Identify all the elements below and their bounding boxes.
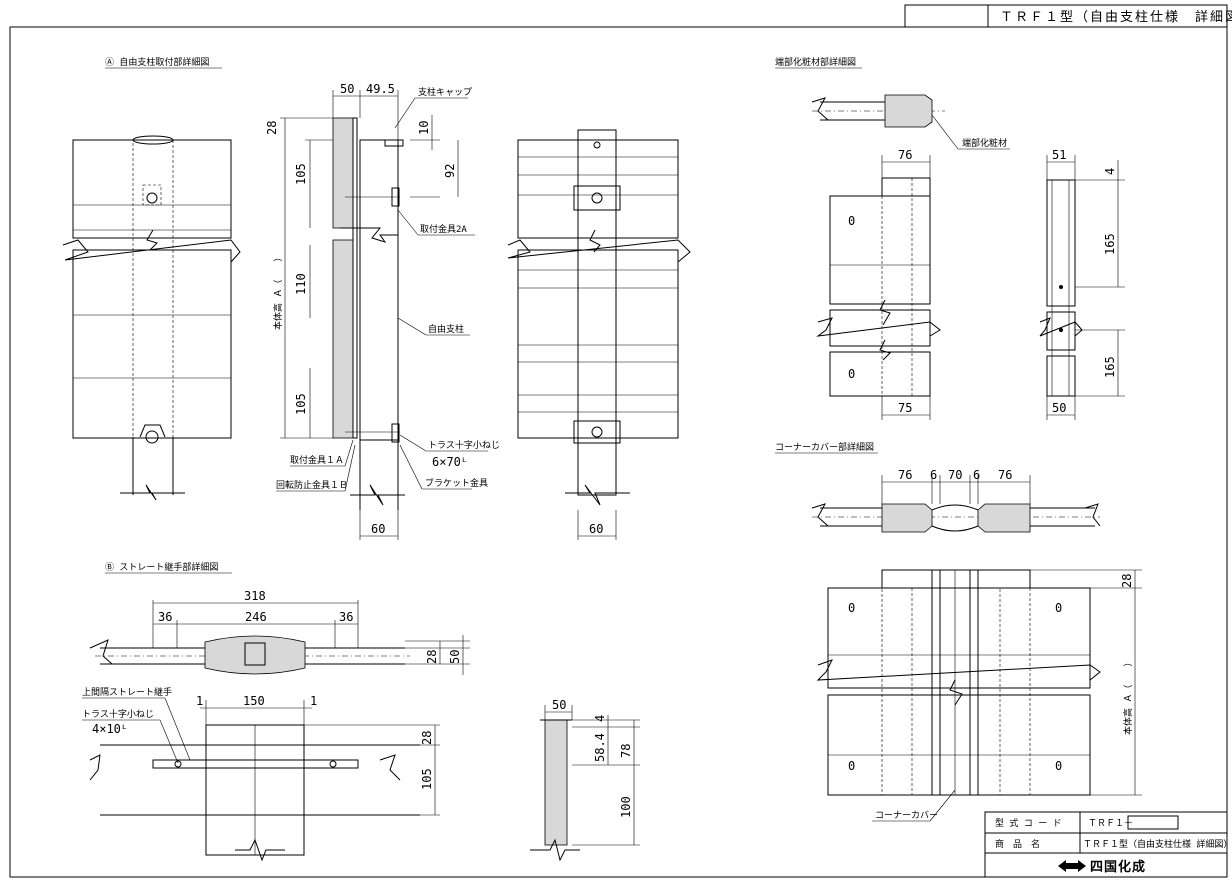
- dim-a-110: 110: [294, 273, 308, 295]
- dim-a-105b: 105: [294, 393, 308, 415]
- dim-corner-28: 28: [1120, 574, 1134, 588]
- dim-corner-6a: 6: [930, 468, 937, 482]
- label-screw-a-size: 6×70ᴸ: [432, 455, 468, 469]
- dim-end-165a: 165: [1103, 233, 1117, 255]
- tb-name-label: 商 品 名: [995, 838, 1040, 850]
- tb-code-value: ＴＲＦ１－: [1088, 819, 1133, 829]
- section-corner-title: コーナーカバー部詳細図: [775, 441, 874, 453]
- label-corner-cover: コーナーカバー: [875, 810, 938, 821]
- section-corner: コーナーカバー部詳細図 76 6 70 6 76: [775, 441, 1142, 822]
- label-rot1b: 回転防止金具１Ｂ: [276, 479, 348, 491]
- dim-b-150: 150: [243, 694, 265, 708]
- header-box: ＴＲＦ１型（自由支柱仕様 詳細図）: [904, 4, 1232, 28]
- dim-corner-76a: 76: [898, 468, 912, 482]
- svg-text:0: 0: [848, 759, 855, 773]
- dim-a-49-5: 49.5: [366, 82, 395, 96]
- dim-b-318: 318: [244, 589, 266, 603]
- dim-b-50: 50: [448, 650, 462, 664]
- label-corner-height: 本体高 Ａ（ ）: [1122, 658, 1134, 735]
- dim-b-28: 28: [425, 650, 439, 664]
- section-b: Ⓑ ストレート継手部詳細図 318 36 246 36 28: [82, 561, 640, 862]
- dim-b-s78: 78: [619, 744, 633, 758]
- title-block: 型 式 コ ー ド ＴＲＦ１－ 商 品 名 ＴＲＦ１型（自由支柱仕様 詳細図） …: [984, 811, 1232, 878]
- label-bracket: ブラケット金具: [425, 477, 488, 489]
- drawing-border: [9, 26, 1228, 878]
- dim-a-28: 28: [265, 121, 279, 135]
- label-screw-a: トラス十字小ねじ: [428, 439, 500, 451]
- dim-b-36b: 36: [339, 610, 353, 624]
- section-end-title: 端部化粧材部詳細図: [775, 56, 856, 68]
- tb-company: 四国化成: [1090, 859, 1146, 875]
- a-front-panel: [62, 135, 241, 501]
- corner-front: 0 0 0 0 28 本体高 Ａ（ ） コーナーカバー: [816, 569, 1142, 822]
- dim-end-4: 4: [1103, 168, 1117, 175]
- dim-end-51: 51: [1052, 148, 1066, 162]
- a-rear-view: 60: [507, 129, 691, 540]
- dim-corner-6b: 6: [973, 468, 980, 482]
- end-side: 51 4 165 165 50: [1039, 148, 1125, 420]
- dim-corner-76b: 76: [998, 468, 1012, 482]
- svg-text:0: 0: [848, 367, 855, 381]
- dim-a-92: 92: [443, 164, 457, 178]
- label-end-finish: 端部化粧材: [962, 137, 1007, 149]
- dim-end-165b: 165: [1103, 356, 1117, 378]
- tb-code-label: 型 式 コ ー ド: [995, 817, 1062, 829]
- dim-a-60a: 60: [371, 522, 385, 536]
- svg-text:0: 0: [1055, 601, 1062, 615]
- svg-text:0: 0: [1055, 759, 1062, 773]
- dim-b-s50: 50: [552, 698, 566, 712]
- dim-b-s100: 100: [619, 796, 633, 818]
- end-front: 0 0 76 75: [816, 148, 941, 420]
- dim-corner-70: 70: [948, 468, 962, 482]
- dim-b-28b: 28: [420, 731, 434, 745]
- label-joint: 上間隔ストレート継手: [82, 686, 172, 698]
- dim-a-50: 50: [340, 82, 354, 96]
- section-b-title: Ⓑ ストレート継手部詳細図: [105, 561, 218, 573]
- dim-b-s58: 58.4: [593, 733, 607, 762]
- tb-code-input-box: [1127, 815, 1179, 830]
- label-bracket1a: 取付金具１Ａ: [290, 454, 344, 466]
- dim-a-105a: 105: [294, 163, 308, 185]
- dim-end-75: 75: [898, 401, 912, 415]
- b-joint-plan: 318 36 246 36 28 50: [89, 589, 470, 675]
- company-logo: 四国化成: [1058, 859, 1146, 875]
- label-screw-b: トラス十字小ねじ: [82, 708, 154, 720]
- dim-b-1a: 1: [196, 694, 203, 708]
- dim-end-50: 50: [1052, 401, 1066, 415]
- section-a-title: Ⓐ 自由支柱取付部詳細図: [105, 56, 209, 68]
- dim-b-105: 105: [420, 768, 434, 790]
- dim-a-60b: 60: [589, 522, 603, 536]
- dim-end-76: 76: [898, 148, 912, 162]
- a-side-section: 50 49.5 支柱キャップ 28 本体高 Ａ（ ） 105 110 105 1…: [265, 82, 500, 540]
- dim-a-10: 10: [417, 121, 431, 135]
- dim-b-246: 246: [245, 610, 267, 624]
- tb-name-value: ＴＲＦ１型（自由支柱仕様 詳細図）: [1083, 838, 1232, 850]
- label-screw-b-size: 4×10ᴸ: [92, 722, 128, 736]
- corner-plan: 76 6 70 6 76: [811, 468, 1101, 533]
- b-small-side: 50 4 58.4 78 100: [530, 698, 640, 862]
- label-cap: 支柱キャップ: [418, 86, 472, 98]
- label-bracket2a: 取付金具2A: [420, 223, 467, 235]
- label-post: 自由支柱: [428, 323, 464, 335]
- svg-text:0: 0: [848, 214, 855, 228]
- section-a: Ⓐ 自由支柱取付部詳細図: [62, 56, 691, 540]
- header-title: ＴＲＦ１型（自由支柱仕様 詳細図）: [1000, 9, 1232, 25]
- dim-b-36a: 36: [158, 610, 172, 624]
- dim-b-s4: 4: [593, 715, 607, 722]
- svg-text:0: 0: [848, 601, 855, 615]
- dim-b-1b: 1: [310, 694, 317, 708]
- label-a-height: 本体高 Ａ（ ）: [272, 253, 284, 330]
- section-end: 端部化粧材部詳細図 端部化粧材 0 0 76: [775, 56, 1125, 420]
- b-joint-elevation: 上間隔ストレート継手 トラス十字小ねじ 4×10ᴸ 1 150 1: [82, 686, 440, 862]
